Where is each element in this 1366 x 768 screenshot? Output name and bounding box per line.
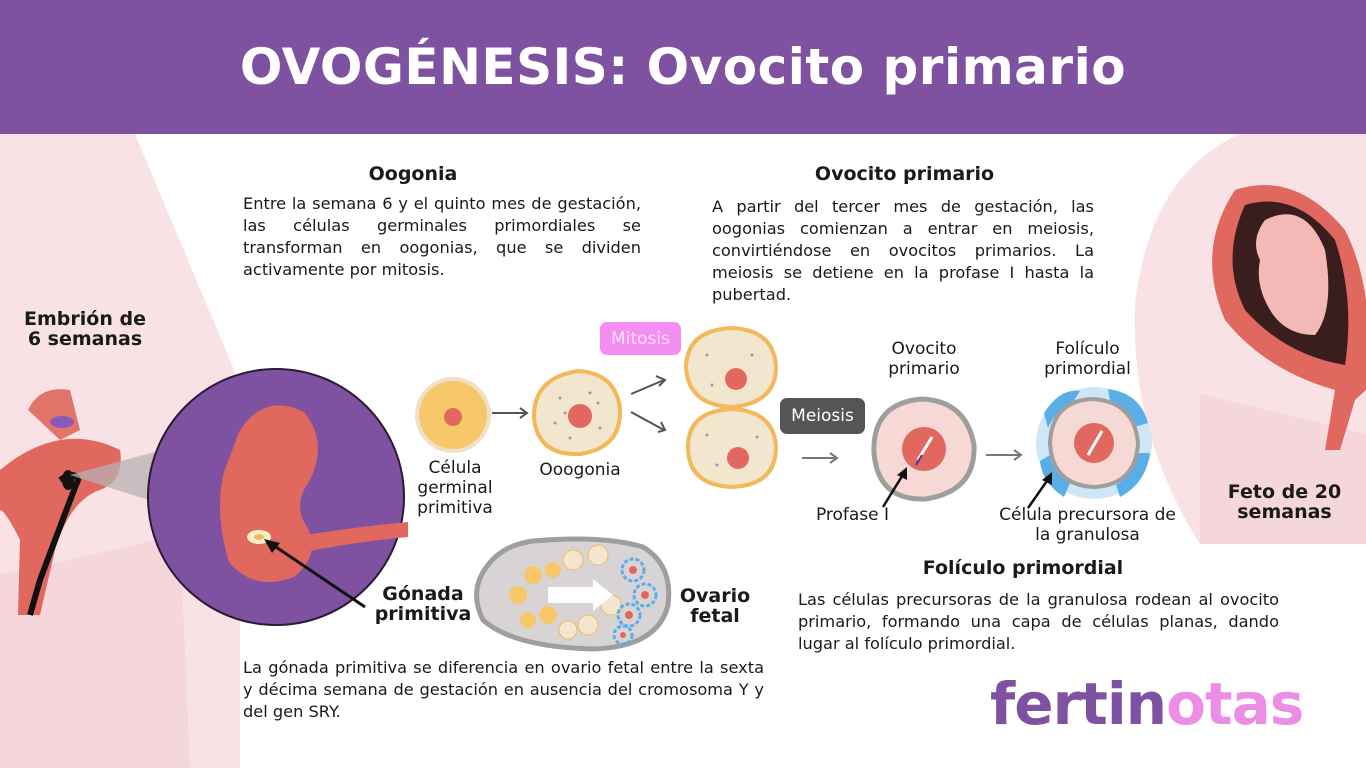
fertinotas-logo: fertinotas xyxy=(990,670,1304,738)
arrow-right-icon xyxy=(492,407,529,419)
oogonia-title: Oogonia xyxy=(368,163,458,185)
mitosis-badge: Mitosis xyxy=(600,322,681,355)
arrow-right-icon xyxy=(802,452,839,464)
page-title: OVOGÉNESIS: Ovocito primario xyxy=(239,38,1127,96)
arrow-right-icon xyxy=(986,449,1023,461)
profase-label: Profase I xyxy=(815,505,890,525)
daughter-cells-icon xyxy=(683,325,779,490)
title-banner: OVOGÉNESIS: Ovocito primario xyxy=(0,0,1366,134)
ovario-fetal-label: Ovario fetal xyxy=(679,585,751,627)
celula-germinal-icon xyxy=(415,377,491,453)
ovocito-primario-label: Ovocito primario xyxy=(888,339,960,379)
gonada-pointer-arrow xyxy=(264,539,366,609)
celula-germinal-label: Célula germinal primitiva xyxy=(417,458,493,518)
gonada-text: La gónada primitiva se diferencia en ova… xyxy=(243,658,764,721)
foliculo-primordial-title: Folículo primordial xyxy=(922,557,1124,579)
fetus-uterus-illustration xyxy=(1212,185,1366,450)
gonada-primitiva-label: Gónada primitiva xyxy=(374,583,472,625)
oogonia-cell-icon xyxy=(531,368,623,457)
foliculo-primordial-text: Las células precursoras de la granulosa … xyxy=(798,590,1279,653)
granulosa-label: Célula precursora de la granulosa xyxy=(999,505,1176,545)
foliculo-primordial-label: Folículo primordial xyxy=(1044,339,1131,379)
mitosis-arrows-icon xyxy=(630,375,667,433)
gonad-to-ovary-illustration xyxy=(474,536,672,652)
meiosis-badge: Meiosis xyxy=(780,398,865,434)
granulosa-pointer-arrow xyxy=(1026,472,1052,509)
embryo-circle-illustration xyxy=(147,368,408,626)
ovocito-primario-title: Ovocito primario xyxy=(814,163,995,185)
uterus-illustration xyxy=(0,389,121,616)
embrion-label: Embrión de 6 semanas xyxy=(24,308,146,350)
profase-pointer-arrow xyxy=(881,467,907,508)
feto-label: Feto de 20 semanas xyxy=(1227,481,1342,523)
oogonia-cell-label: Ooogonia xyxy=(539,460,621,480)
foliculo-primordial-cell-icon xyxy=(1036,387,1152,499)
oogonia-text: Entre la semana 6 y el quinto mes de ges… xyxy=(243,194,641,279)
ovocito-primario-text: A partir del tercer mes de gestación, la… xyxy=(712,197,1094,304)
